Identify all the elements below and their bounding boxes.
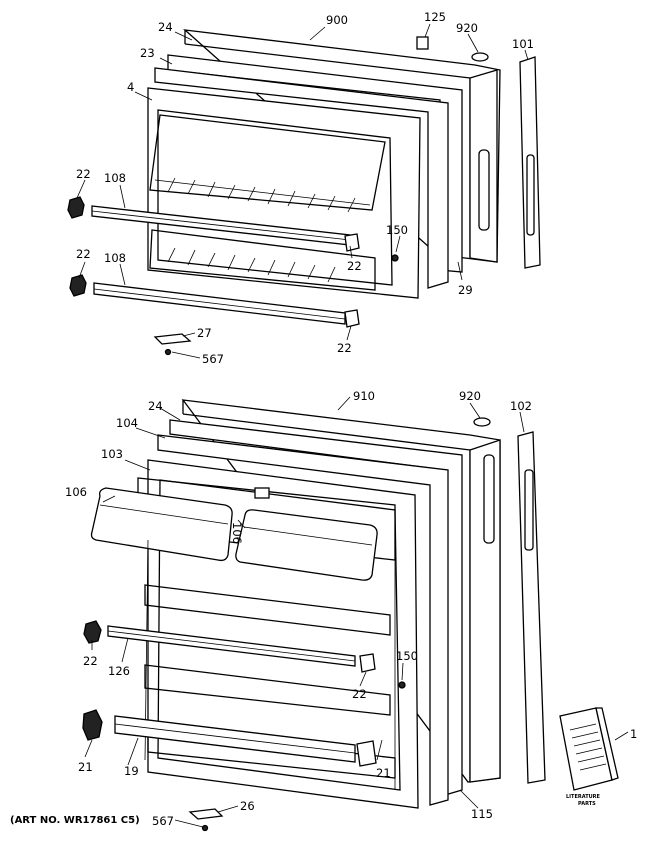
booklet-title-line2: PARTS <box>578 801 596 807</box>
freezer-leader-lines <box>76 23 529 359</box>
label-126: 126 <box>108 664 130 678</box>
label-108-upper: 108 <box>104 171 126 185</box>
fresh-food-bracket-screw <box>201 824 209 832</box>
booklet-title-line1: LITERATURE <box>566 794 601 800</box>
label-29: 29 <box>458 283 473 297</box>
fresh-food-screw <box>398 681 406 689</box>
label-22-d: 22 <box>337 341 352 355</box>
dairy-compartment-door-right <box>235 509 378 581</box>
freezer-bar-end-cap-left-upper <box>67 196 85 219</box>
freezer-bar-end-cap-right-lower <box>344 309 360 328</box>
fresh-food-leader-lines <box>84 396 629 828</box>
literature-parts-booklet: LITERATURE PARTS <box>559 707 619 807</box>
label-920-upper: 920 <box>456 21 478 35</box>
freezer-bracket-screw <box>164 348 172 356</box>
fresh-food-shelf-2 <box>144 664 391 716</box>
label-19: 19 <box>124 764 139 778</box>
label-22-c: 22 <box>347 259 362 273</box>
freezer-door-handle <box>519 56 541 269</box>
freezer-shelf-recess-upper <box>149 114 386 211</box>
label-21-right: 21 <box>376 766 391 780</box>
label-108-lower: 108 <box>104 251 126 265</box>
freezer-shelf-bar-lower <box>93 282 346 325</box>
fresh-food-plug <box>473 417 491 427</box>
freezer-shelf-ribs-upper <box>167 177 356 213</box>
label-103: 103 <box>101 447 123 461</box>
label-125: 125 <box>424 10 446 24</box>
label-115: 115 <box>471 807 493 821</box>
fresh-food-shelf-1 <box>144 584 391 636</box>
freezer-shelf-recess-lower <box>149 229 376 291</box>
label-24-upper: 24 <box>158 20 173 34</box>
label-104: 104 <box>116 416 138 430</box>
fresh-food-hinge-bracket <box>188 808 224 820</box>
freezer-bar-end-cap-left-lower <box>69 274 87 297</box>
label-22-f: 22 <box>352 687 367 701</box>
label-102: 102 <box>510 399 532 413</box>
label-900: 900 <box>326 13 348 27</box>
fresh-food-bar-end-cap-right-21 <box>356 740 377 767</box>
label-150-upper: 150 <box>386 223 408 237</box>
fresh-food-bar-end-cap-left-22 <box>83 620 102 644</box>
freezer-handle-slot <box>478 149 490 231</box>
dairy-compartment-door-left <box>90 487 233 562</box>
art-number: (ART NO. WR17861 C5) <box>10 815 140 826</box>
label-22-b: 22 <box>76 247 91 261</box>
label-24-lower: 24 <box>148 399 163 413</box>
fresh-food-handle-slot-upper <box>483 454 495 544</box>
label-22-e: 22 <box>83 654 98 668</box>
label-910: 910 <box>353 389 375 403</box>
fresh-food-bar-end-cap-left-21 <box>82 709 103 741</box>
label-21-left: 21 <box>78 760 93 774</box>
fresh-food-door-handle <box>517 431 546 784</box>
label-22-a: 22 <box>76 167 91 181</box>
freezer-shelf-ribs-lower <box>167 247 336 283</box>
freezer-door-assembly <box>67 29 541 356</box>
label-4: 4 <box>127 80 134 94</box>
freezer-bar-end-cap-right-upper <box>344 233 360 252</box>
label-106-left: 106 <box>65 485 87 499</box>
label-106-center: 106 <box>230 522 244 544</box>
freezer-plug <box>471 52 489 62</box>
label-101: 101 <box>512 37 534 51</box>
label-23: 23 <box>140 46 155 60</box>
label-26: 26 <box>240 799 255 813</box>
freezer-screw <box>391 254 399 262</box>
label-27: 27 <box>197 326 212 340</box>
label-1: 1 <box>630 727 637 741</box>
label-150-lower: 150 <box>396 649 418 663</box>
fresh-food-door-assembly <box>82 399 546 832</box>
freezer-door-liner-frame <box>154 67 449 289</box>
fresh-food-bar-end-cap-right-22 <box>359 653 376 673</box>
fresh-food-door-liner-frame <box>157 434 449 806</box>
label-567-lower: 567 <box>152 814 174 828</box>
label-567-upper: 567 <box>202 352 224 366</box>
freezer-hinge-bracket <box>153 333 192 345</box>
fresh-food-shelf-bar-19 <box>114 715 356 763</box>
label-920-lower: 920 <box>459 389 481 403</box>
freezer-hinge-cover <box>416 36 429 50</box>
